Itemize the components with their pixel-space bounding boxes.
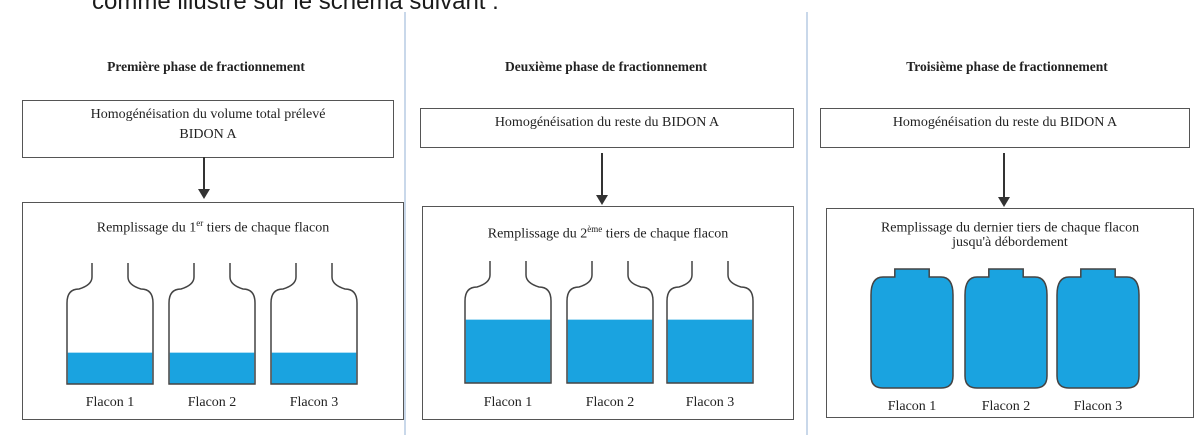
homogenization-box: Homogénéisation du reste du BIDON A <box>820 108 1190 148</box>
flask-outline <box>270 263 358 385</box>
filling-box: Remplissage du 1er tiers de chaque flaco… <box>22 202 404 420</box>
liquid-fill <box>465 319 551 383</box>
phase-title: Troisième phase de fractionnement <box>906 59 1108 74</box>
liquid-fill <box>1056 268 1140 389</box>
liquid-fill <box>870 268 954 389</box>
filling-label-line2: jusqu'à débordement <box>952 235 1068 250</box>
down-arrow-icon <box>596 153 608 205</box>
homogenization-line1: Homogénéisation du reste du BIDON A <box>892 115 1118 130</box>
phase-title: Deuxième phase de fractionnement <box>504 59 708 74</box>
flask-icon <box>566 261 654 384</box>
homogenization-line2: BIDON A <box>179 127 237 142</box>
liquid-fill <box>169 352 255 384</box>
flask-outline <box>566 261 654 384</box>
liquid-fill <box>964 268 1048 389</box>
intro-text: comme illustré sur le schéma suivant : <box>92 0 499 15</box>
homogenization-box: Homogénéisation du volume total prélevé … <box>22 100 394 158</box>
flask-icon <box>964 268 1048 389</box>
homogenization-line1: Homogénéisation du volume total prélevé <box>90 107 326 122</box>
flask-icon <box>168 263 256 385</box>
filling-label: Remplissage du 2ème tiers de chaque flac… <box>487 224 729 242</box>
flask-icon <box>666 261 754 384</box>
flask-outline <box>666 261 754 384</box>
filling-box: Remplissage du dernier tiers de chaque f… <box>826 208 1194 418</box>
flask-icon <box>870 268 954 389</box>
flask-icon <box>66 263 154 385</box>
liquid-fill <box>667 319 753 383</box>
panel-separator <box>404 12 406 435</box>
down-arrow-icon <box>198 157 210 199</box>
filling-box: Remplissage du 2ème tiers de chaque flac… <box>422 206 794 420</box>
filling-label: Remplissage du dernier tiers de chaque f… <box>880 220 1140 236</box>
flask-outline <box>66 263 154 385</box>
flask-label: Flacon 2 <box>585 395 635 410</box>
phase-title: Première phase de fractionnement <box>107 59 305 74</box>
down-arrow-icon <box>998 153 1010 207</box>
flask-label: Flacon 3 <box>685 395 735 410</box>
panel-separator <box>806 12 808 435</box>
flask-label: Flacon 2 <box>981 399 1031 414</box>
liquid-fill <box>271 352 357 384</box>
flask-icon <box>1056 268 1140 389</box>
flask-label: Flacon 1 <box>483 395 533 410</box>
phase-panel-3: Troisième phase de fractionnement Homogé… <box>810 12 1204 435</box>
filling-label: Remplissage du 1er tiers de chaque flaco… <box>96 218 330 236</box>
flask-label: Flacon 1 <box>887 399 937 414</box>
phase-panel-2: Deuxième phase de fractionnement Homogén… <box>408 12 804 435</box>
phase-panel-1: Première phase de fractionnement Homogén… <box>10 12 404 435</box>
homogenization-line1: Homogénéisation du reste du BIDON A <box>494 115 720 130</box>
flask-outline <box>168 263 256 385</box>
liquid-fill <box>67 352 153 384</box>
flask-outline <box>464 261 552 384</box>
homogenization-box: Homogénéisation du reste du BIDON A <box>420 108 794 148</box>
flask-icon <box>464 261 552 384</box>
flask-label: Flacon 2 <box>187 395 237 410</box>
flask-label: Flacon 3 <box>1073 399 1123 414</box>
flask-icon <box>270 263 358 385</box>
flask-label: Flacon 1 <box>85 395 135 410</box>
liquid-fill <box>567 319 653 383</box>
flask-label: Flacon 3 <box>289 395 339 410</box>
